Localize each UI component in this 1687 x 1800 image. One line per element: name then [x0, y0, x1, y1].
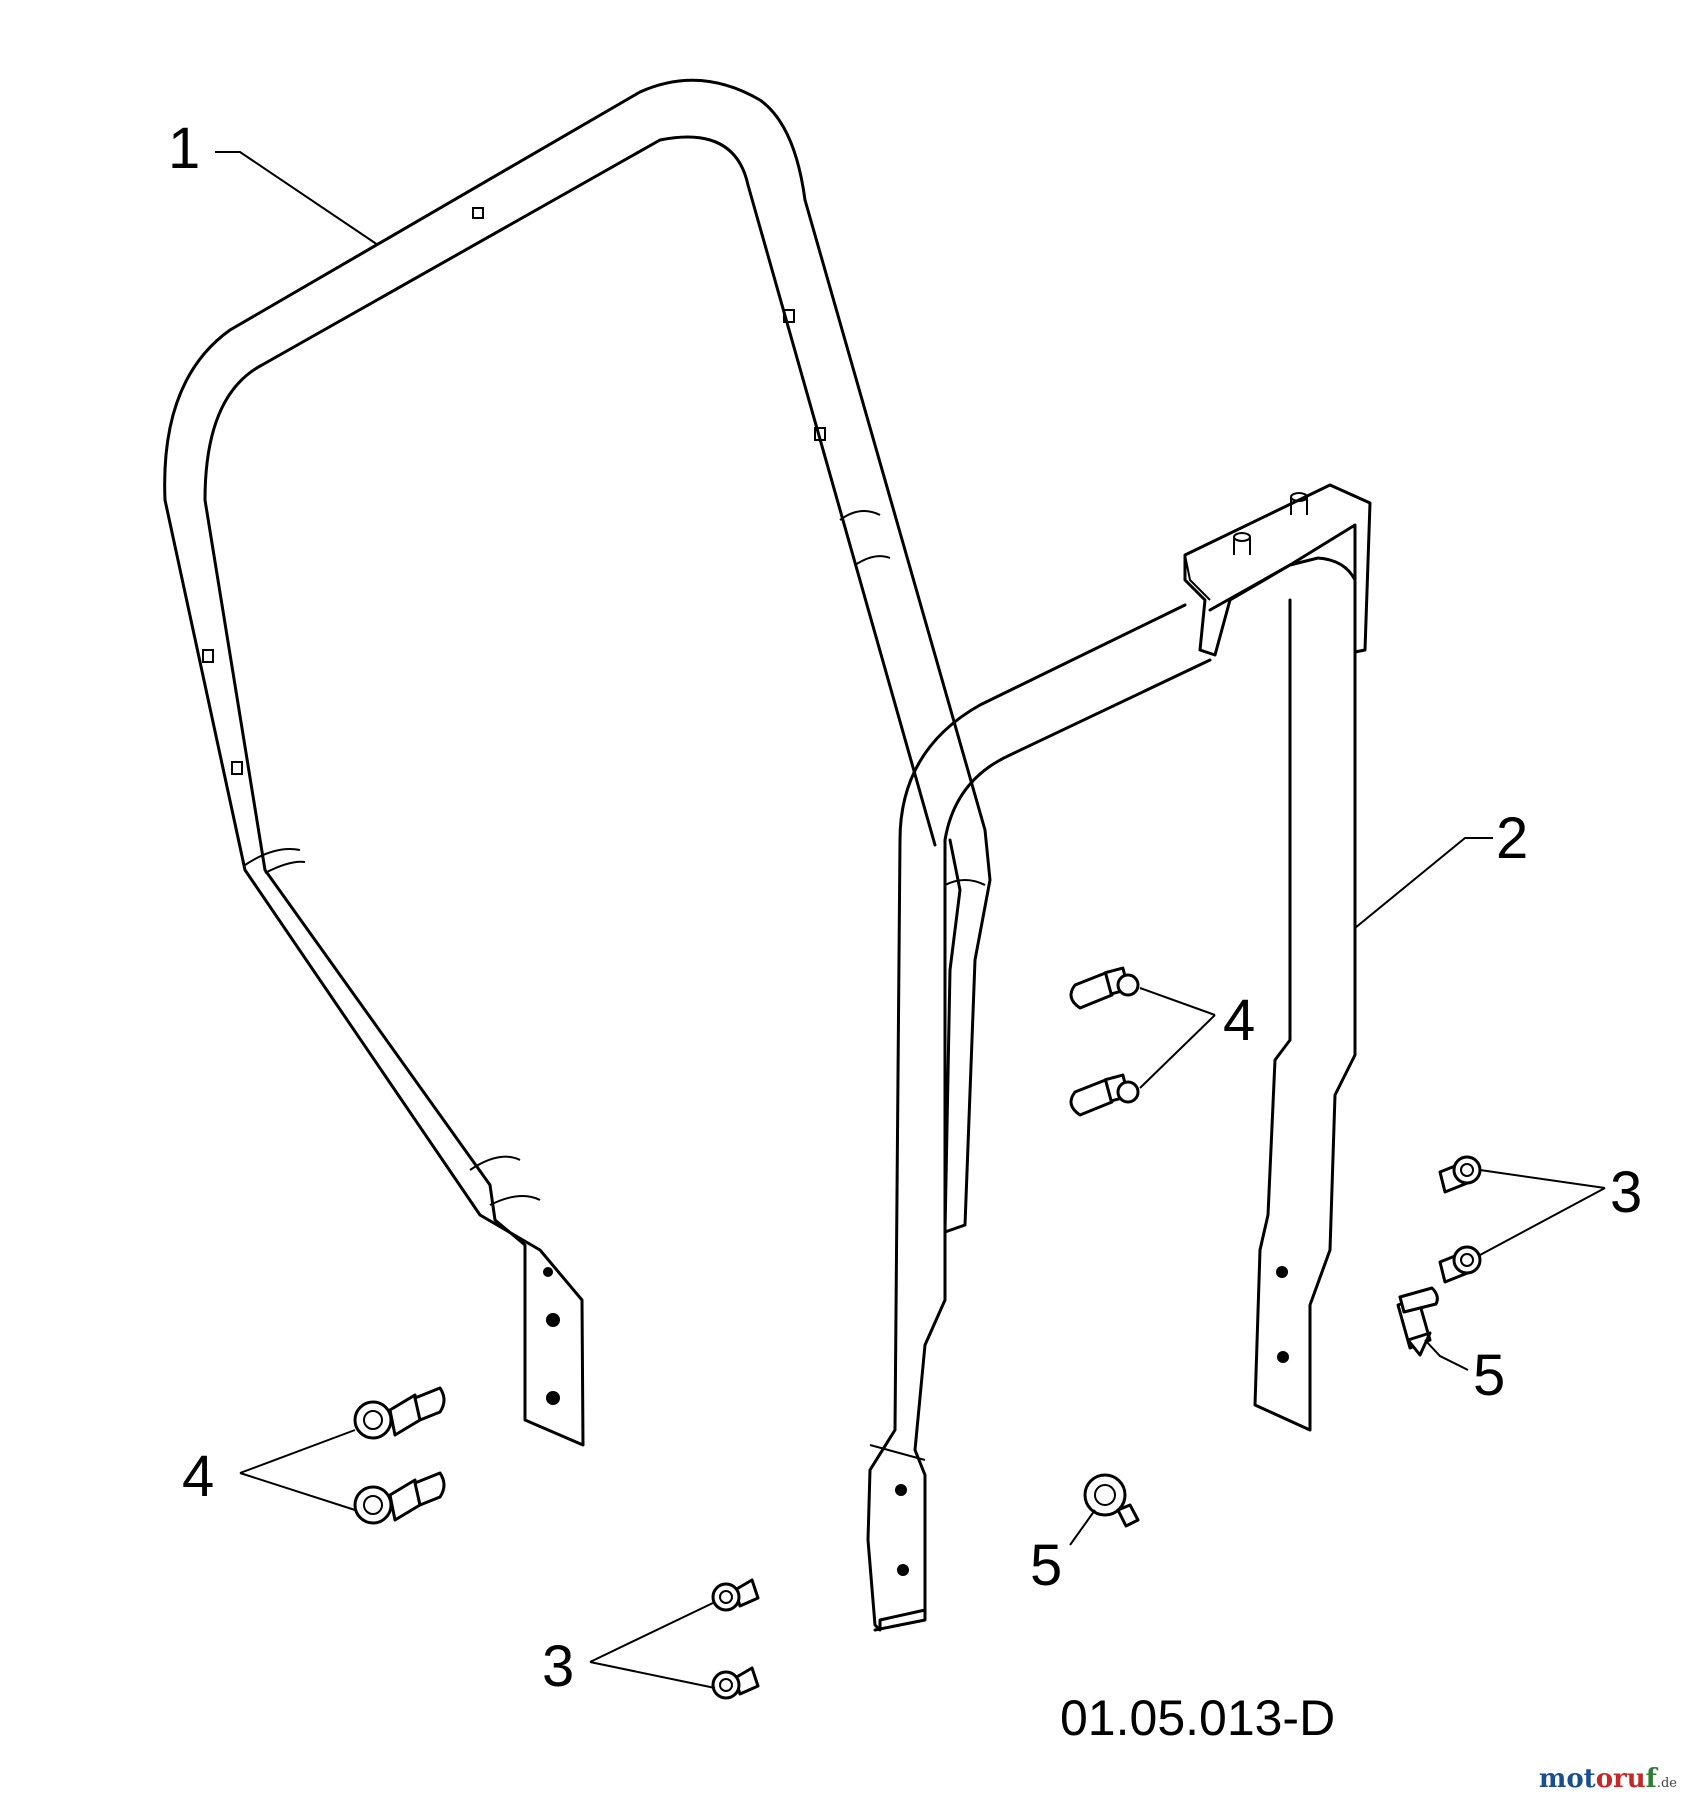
screw-part-3-bottom-lower [711, 1666, 760, 1700]
bolt-part-4-left-lower [353, 1471, 446, 1525]
leader-5-bottom [1069, 1509, 1096, 1546]
callout-5-bottom: 5 [1030, 1533, 1062, 1598]
callout-4-left: 4 [182, 1444, 214, 1509]
watermark-suffix: .de [1656, 1776, 1677, 1791]
callout-5-right: 5 [1473, 1343, 1505, 1408]
bolt-part-4-center-upper [1069, 966, 1140, 1010]
watermark-text-b: oru [1595, 1764, 1646, 1794]
leader-3-bottom [589, 1601, 716, 1689]
handle-bar-part-2 [866, 483, 1372, 1632]
screw-part-3-bottom-upper [711, 1578, 760, 1612]
leader-3-right [1479, 1169, 1606, 1256]
leader-4-center [1139, 987, 1216, 1089]
callout-3-bottom: 3 [542, 1634, 574, 1699]
bolt-part-4-center-lower [1069, 1073, 1140, 1117]
callout-2: 2 [1496, 806, 1528, 871]
leader-5-right [1424, 1339, 1469, 1371]
bolt-part-5-right [1396, 1286, 1439, 1357]
leader-4-left [239, 1429, 356, 1511]
callout-3-right: 3 [1610, 1160, 1642, 1225]
screw-part-3-right-upper [1438, 1155, 1482, 1194]
watermark-logo: motoruf.de [1539, 1764, 1677, 1794]
bolt-part-5-bottom [1083, 1473, 1140, 1528]
watermark-text-c: f [1645, 1764, 1657, 1794]
handle-bar-part-1 [163, 78, 992, 1447]
leader-lines [215, 151, 1606, 1689]
callout-4-center: 4 [1223, 988, 1255, 1053]
drawing-id: 01.05.013-D [1060, 1690, 1335, 1746]
leader-2 [1354, 837, 1493, 929]
watermark-text-a: mot [1538, 1764, 1596, 1794]
leader-1 [215, 151, 379, 246]
bolt-part-4-left-upper [353, 1386, 446, 1440]
callout-1: 1 [168, 116, 200, 181]
screw-part-3-right-lower [1438, 1245, 1482, 1284]
